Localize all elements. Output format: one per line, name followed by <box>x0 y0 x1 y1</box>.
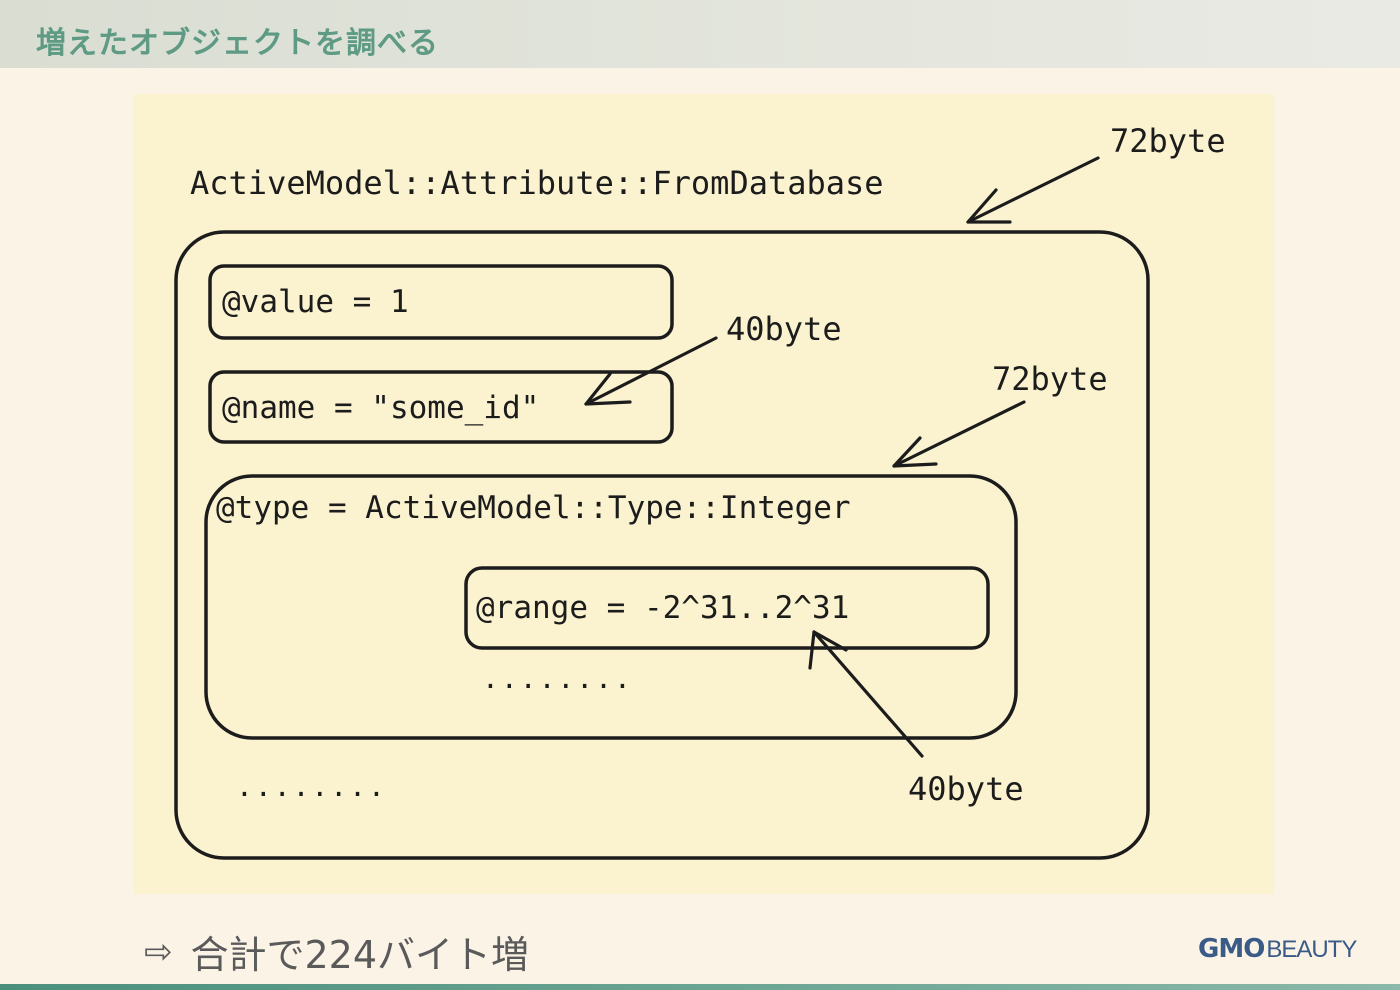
range-field-label: @range = -2^31..2^31 <box>476 590 849 626</box>
type-size-label: 72byte <box>992 360 1108 398</box>
summary-line: ⇨ 合計で224バイト増 <box>144 924 529 979</box>
outer-size-label: 72byte <box>1110 122 1226 160</box>
range-field-box <box>464 566 990 650</box>
class-label: ActiveModel::Attribute::FromDatabase <box>190 164 884 202</box>
type-field-label: @type = ActiveModel::Type::Integer <box>216 490 851 526</box>
brand-logo-gmo: GMO <box>1198 934 1265 964</box>
range-size-label: 40byte <box>908 770 1024 808</box>
range-size-arrow <box>808 630 924 758</box>
name-size-label: 40byte <box>726 310 842 348</box>
inner-ellipsis: ........ <box>482 662 633 695</box>
bottom-accent-bar <box>0 984 1400 990</box>
value-field-label: @value = 1 <box>222 284 409 320</box>
slide-header: 増えたオブジェクトを調べる <box>0 0 1400 68</box>
type-object-box <box>204 474 1018 740</box>
outer-object-box <box>174 230 1150 860</box>
outer-ellipsis: ........ <box>236 770 387 803</box>
brand-logo: GMO BEAUTY <box>1198 934 1357 970</box>
diagram-canvas: ActiveModel::Attribute::FromDatabase @va… <box>134 94 1274 894</box>
brand-logo-beauty: BEAUTY <box>1266 936 1357 963</box>
name-field-box <box>208 370 674 444</box>
name-field-label: @name = "some_id" <box>222 390 539 426</box>
value-field-box <box>208 264 674 340</box>
name-size-arrow <box>584 336 718 406</box>
right-arrow-outline-icon: ⇨ <box>144 931 173 972</box>
slide-title: 増えたオブジェクトを調べる <box>36 26 439 61</box>
diagram-svg: ActiveModel::Attribute::FromDatabase @va… <box>174 122 1226 860</box>
type-size-arrow <box>892 400 1026 468</box>
summary-text: 合計で224バイト増 <box>190 933 530 977</box>
outer-size-arrow <box>966 156 1100 224</box>
